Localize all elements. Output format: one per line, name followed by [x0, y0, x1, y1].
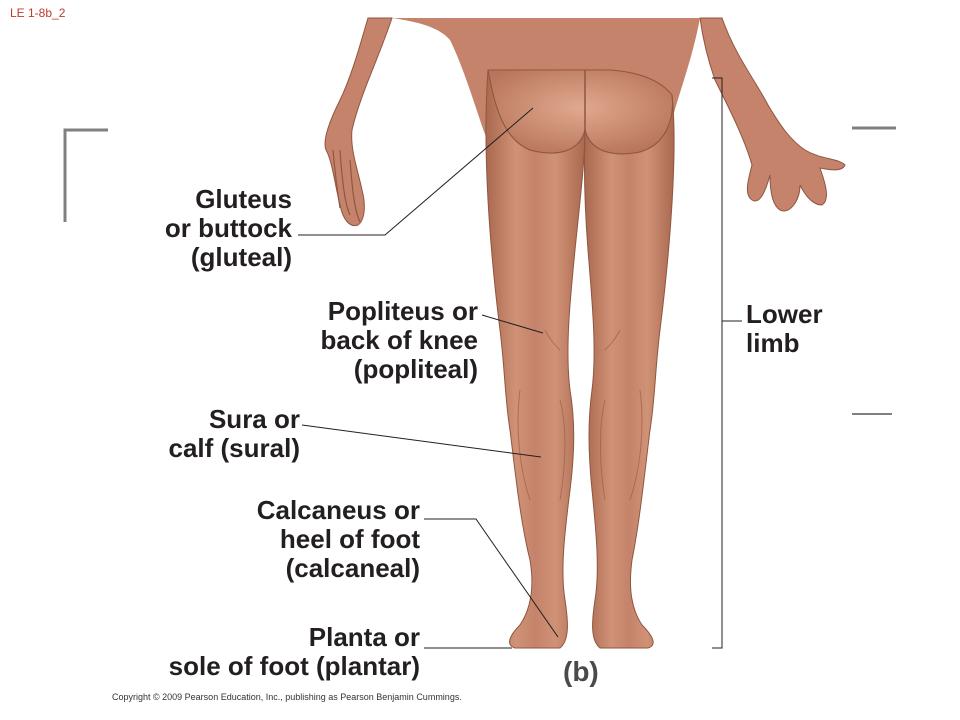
label-popliteus: Popliteus or back of knee (popliteal) [320, 296, 478, 384]
leader-sura [301, 424, 542, 458]
leader-popliteus [481, 314, 544, 334]
leader-gluteus [298, 107, 534, 236]
right-leg [583, 94, 675, 649]
left-arm [324, 17, 393, 227]
label-sura: Sura or calf (sural) [168, 404, 301, 463]
frame-marks [63, 126, 896, 415]
label-planta: Planta or sole of foot (plantar) [168, 622, 420, 681]
panel-letter: (b) [563, 656, 599, 687]
lower-limb-bracket [712, 77, 723, 649]
left-leg [485, 69, 586, 649]
copyright-notice: Copyright © 2009 Pearson Education, Inc.… [112, 692, 462, 702]
label-calcaneus: Calcaneus or heel of foot (calcaneal) [256, 495, 420, 583]
right-arm [699, 17, 846, 212]
leader-lines [298, 77, 742, 649]
label-gluteus: Gluteus or buttock (gluteal) [164, 184, 292, 272]
slide-id: LE 1-8b_2 [10, 6, 66, 20]
left-hand-fingers [332, 149, 361, 223]
leader-calcaneus [424, 518, 559, 638]
label-lower-limb: Lower limb [746, 299, 823, 358]
